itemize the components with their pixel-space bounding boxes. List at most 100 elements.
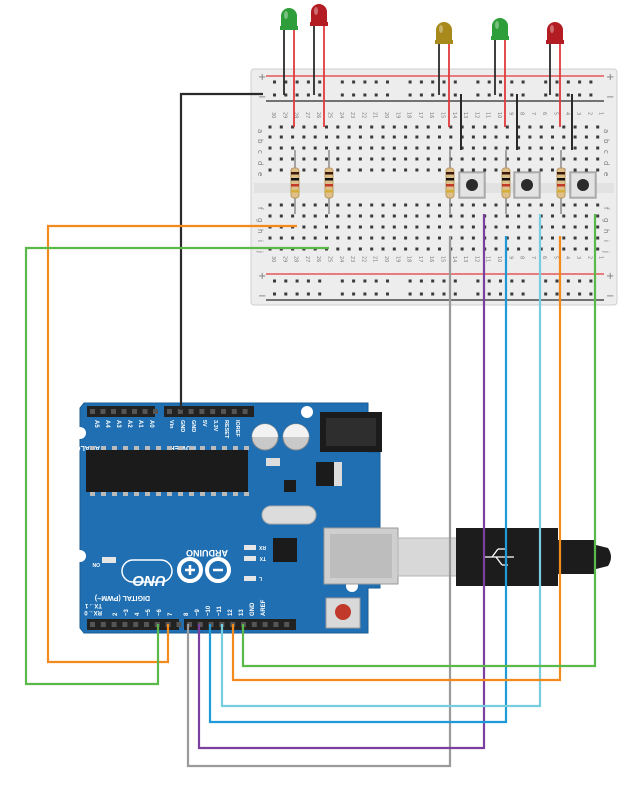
column-number: 14 [451, 256, 457, 262]
terminal-hole [483, 157, 487, 161]
terminal-hole [313, 214, 317, 218]
column-number: 24 [338, 256, 344, 262]
terminal-hole [528, 125, 532, 129]
terminal-hole [336, 135, 340, 139]
terminal-hole [584, 146, 588, 150]
pushbutton [458, 171, 486, 199]
rail-holes [273, 80, 593, 97]
column-number: 23 [349, 256, 355, 262]
terminal-hole [347, 125, 351, 129]
row-letter: g [602, 218, 610, 222]
header-pin [132, 409, 137, 414]
chip-pin [156, 446, 161, 450]
terminal-hole [551, 146, 554, 150]
column-number: 30 [270, 112, 276, 118]
rail-hole [510, 292, 514, 296]
terminal-hole [358, 157, 362, 161]
rail-hole [555, 93, 559, 97]
chip-pin [178, 446, 183, 450]
terminal-hole [551, 125, 554, 129]
column-number: 20 [383, 112, 389, 118]
terminal-hole [291, 203, 295, 207]
terminal-hole [551, 236, 554, 240]
rx-label: RX [258, 544, 266, 550]
rail-hole [318, 93, 322, 97]
terminal-hole [426, 157, 430, 161]
rail-hole [431, 93, 435, 97]
analog-pin-label: A4 [104, 420, 110, 428]
terminal-hole [279, 125, 283, 129]
terminal-hole [449, 146, 453, 150]
rail-hole [499, 279, 502, 283]
terminal-hole [302, 135, 306, 139]
terminal-hole [517, 125, 521, 129]
terminal-hole [279, 214, 283, 218]
column-number: 25 [327, 256, 333, 262]
column-number: 17 [417, 256, 423, 262]
terminal-hole [415, 214, 419, 218]
terminal-hole [471, 247, 475, 251]
terminal-hole [392, 225, 396, 229]
row-letter: d [256, 161, 264, 165]
rail-hole [408, 93, 412, 97]
arduino-logo-icon [177, 557, 231, 583]
column-number: 26 [315, 256, 321, 262]
crystal-oscillator [261, 505, 317, 525]
terminal-hole [415, 125, 419, 129]
terminal-hole [562, 225, 566, 229]
column-number: 6 [541, 256, 547, 259]
mounting-hole [74, 427, 86, 439]
rail-hole [431, 292, 435, 296]
rail-hole [419, 80, 423, 84]
rail-hole [487, 80, 491, 84]
rail-hole [453, 80, 457, 84]
chip-pin [123, 446, 128, 450]
terminal-hole [528, 135, 532, 139]
row-letter: a [256, 129, 264, 133]
terminal-hole [347, 214, 351, 218]
column-number: 19 [394, 256, 400, 262]
terminal-hole [313, 125, 317, 129]
column-number: 18 [406, 256, 412, 262]
terminal-hole [517, 236, 521, 240]
rail-hole [363, 80, 367, 84]
rail-hole [306, 80, 310, 84]
led-green [280, 8, 298, 127]
terminal-hole [404, 146, 408, 150]
rail-hole [419, 279, 423, 283]
rail-plus-label: + [258, 271, 266, 282]
mounting-hole [301, 406, 313, 418]
terminal-hole [426, 236, 430, 240]
rail-hole [273, 80, 276, 84]
terminal-hole [313, 135, 317, 139]
digital-pin-label: ~3 [124, 608, 130, 616]
terminal-hole [505, 125, 509, 129]
terminal-hole [460, 157, 464, 161]
terminal-hole [438, 168, 441, 172]
row-letter: f [256, 207, 264, 210]
column-number: 28 [293, 256, 299, 262]
row-letter: h [602, 229, 610, 233]
led-red [310, 4, 328, 127]
column-number: 30 [270, 256, 276, 262]
rail-hole [487, 93, 491, 97]
terminal-hole [325, 214, 328, 218]
terminal-hole [291, 157, 295, 161]
wire-gnd-black [179, 92, 263, 410]
terminal-hole [268, 146, 272, 150]
terminal-hole [381, 135, 385, 139]
usb-controller-chip [273, 538, 297, 562]
terminal-hole [325, 225, 328, 229]
terminal-hole [426, 225, 430, 229]
resistor [445, 150, 455, 214]
column-number: 12 [473, 256, 479, 262]
terminal-hole [404, 214, 408, 218]
terminal-hole [279, 236, 283, 240]
digital-header-low [87, 619, 179, 630]
header-pin [153, 409, 158, 414]
header-pin [142, 409, 148, 414]
terminal-hole [392, 135, 396, 139]
terminal-hole [347, 247, 351, 251]
terminal-hole [426, 146, 430, 150]
